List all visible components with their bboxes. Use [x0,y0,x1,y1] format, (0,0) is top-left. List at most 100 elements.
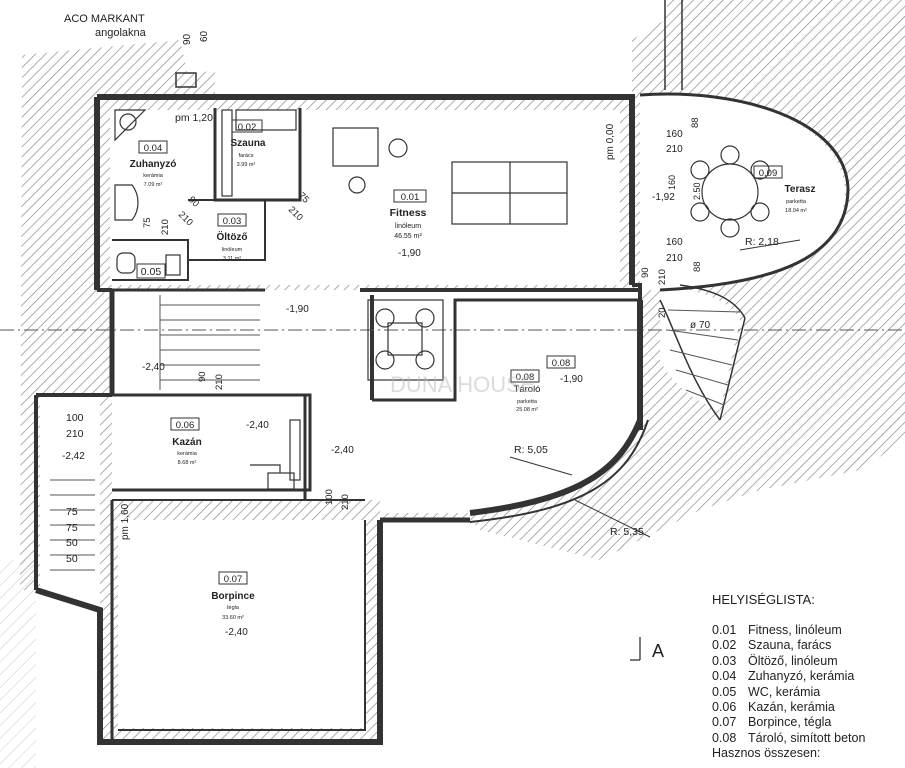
svg-text:2.50: 2.50 [692,182,702,200]
svg-text:88: 88 [692,261,703,272]
watermark: DUNA HOUSE [390,372,535,397]
svg-text:33.60 m²: 33.60 m² [222,615,244,621]
svg-text:tégla: tégla [227,605,240,611]
svg-text:R: 2,18: R: 2,18 [745,236,779,248]
svg-text:0.08: 0.08 [516,372,535,383]
room-0-07: 0.07 Borpince tégla 33.60 m² [211,571,255,621]
svg-text:3.11 m²: 3.11 m² [223,256,241,262]
svg-text:8.68 m²: 8.68 m² [178,460,197,466]
svg-text:-2,40: -2,40 [225,627,248,638]
svg-text:75: 75 [66,522,78,534]
room-0-04: 0.04 Zuhanyzó kerámia 7.09 m² [130,140,177,188]
svg-text:0.01: 0.01 [401,192,420,203]
svg-text:0.05: 0.05 [141,266,162,278]
svg-text:160: 160 [666,237,683,248]
svg-text:210: 210 [666,253,683,264]
header-line1: ACO MARKANT [64,13,145,25]
svg-text:46.55 m²: 46.55 m² [394,233,422,240]
svg-text:Zuhanyzó: Zuhanyzó [130,159,177,170]
svg-text:Szauna: Szauna [230,138,265,149]
svg-text:0.02: 0.02 [238,122,257,133]
svg-text:0.08: 0.08 [552,358,571,369]
section-label: A [652,641,664,661]
svg-text:Öltöző: Öltöző [216,230,247,243]
svg-text:parketta: parketta [517,399,538,405]
room-0-01: 0.01 Fitness linóleum 46.55 m² [390,189,427,240]
svg-text:90: 90 [640,267,651,278]
svg-text:0.07: 0.07 [224,574,243,585]
svg-text:75: 75 [66,506,78,518]
room-0-02: 0.02 Szauna farács 3.99 m² [230,119,266,168]
svg-text:210: 210 [666,144,683,155]
svg-text:210: 210 [66,428,84,440]
svg-text:-2,40: -2,40 [331,445,354,456]
svg-text:kerámia: kerámia [143,173,164,179]
walls [34,0,850,745]
svg-text:-2,42: -2,42 [62,451,85,462]
svg-text:Kazán: Kazán [172,437,201,448]
radius-lines [509,239,801,538]
svg-text:160: 160 [667,175,677,190]
svg-text:pm 0,00: pm 0,00 [605,123,616,160]
svg-text:210: 210 [657,269,668,285]
svg-text:Tároló: Tároló [514,384,541,395]
room-0-09: 0.09 Terasz parketta 18.04 m² [753,165,816,214]
svg-text:0.03: 0.03 [223,216,242,227]
svg-text:-1,90: -1,90 [560,374,583,385]
svg-text:R: 5,05: R: 5,05 [514,444,548,456]
header-dim2: 60 [199,30,210,42]
svg-text:75: 75 [142,217,153,228]
svg-text:linóleum: linóleum [222,247,243,253]
svg-text:3.99 m²: 3.99 m² [237,162,256,168]
svg-text:210: 210 [340,494,351,510]
svg-text:18.04 m²: 18.04 m² [785,208,807,214]
svg-text:Fitness: Fitness [390,207,427,219]
room-0-08: 0.08 0.08 Tároló parketta 25.08 m² [510,355,576,413]
fixtures [114,109,770,490]
svg-text:88: 88 [690,117,701,128]
svg-text:parketta: parketta [786,199,807,205]
svg-text:Terasz: Terasz [785,184,816,195]
svg-text:farács: farács [239,153,254,159]
svg-text:160: 160 [666,129,683,140]
svg-text:100: 100 [66,412,84,424]
header-line2: angolakna [95,27,147,39]
svg-text:100: 100 [324,489,335,505]
svg-text:-1,90: -1,90 [286,304,309,315]
svg-text:20: 20 [657,307,668,318]
legend-footer: Hasznos összesen: [712,746,821,761]
light-well [175,72,197,88]
svg-text:50: 50 [66,537,78,549]
svg-text:ø 70: ø 70 [690,320,710,331]
svg-text:7.09 m²: 7.09 m² [144,182,163,188]
legend-title: HELYISÉGLISTA: [712,592,815,607]
svg-text:25.08 m²: 25.08 m² [516,407,538,413]
svg-text:-1,92: -1,92 [652,192,675,203]
svg-text:-2,40: -2,40 [142,362,165,373]
svg-text:pm 1,20: pm 1,20 [175,112,213,124]
room-0-05: 0.05 [136,263,166,279]
svg-text:-1,90: -1,90 [398,248,421,259]
svg-text:Borpince: Borpince [211,591,255,602]
room-0-03: 0.03 Öltöző linóleum 3.11 m² [216,213,248,262]
dimension-labels: 160 210 88 160 210 88 160 2.50 90 210 20… [66,117,779,565]
svg-text:R: 5,35: R: 5,35 [610,526,644,538]
stairs [50,295,741,571]
svg-text:210: 210 [214,374,225,390]
svg-text:0.09: 0.09 [759,168,778,179]
svg-text:-2,40: -2,40 [246,420,269,431]
header-dim1: 90 [182,33,193,45]
svg-text:0.06: 0.06 [176,420,195,431]
svg-text:kerámia: kerámia [177,451,198,457]
room-0-06: 0.06 Kazán kerámia 8.68 m² [170,417,202,466]
